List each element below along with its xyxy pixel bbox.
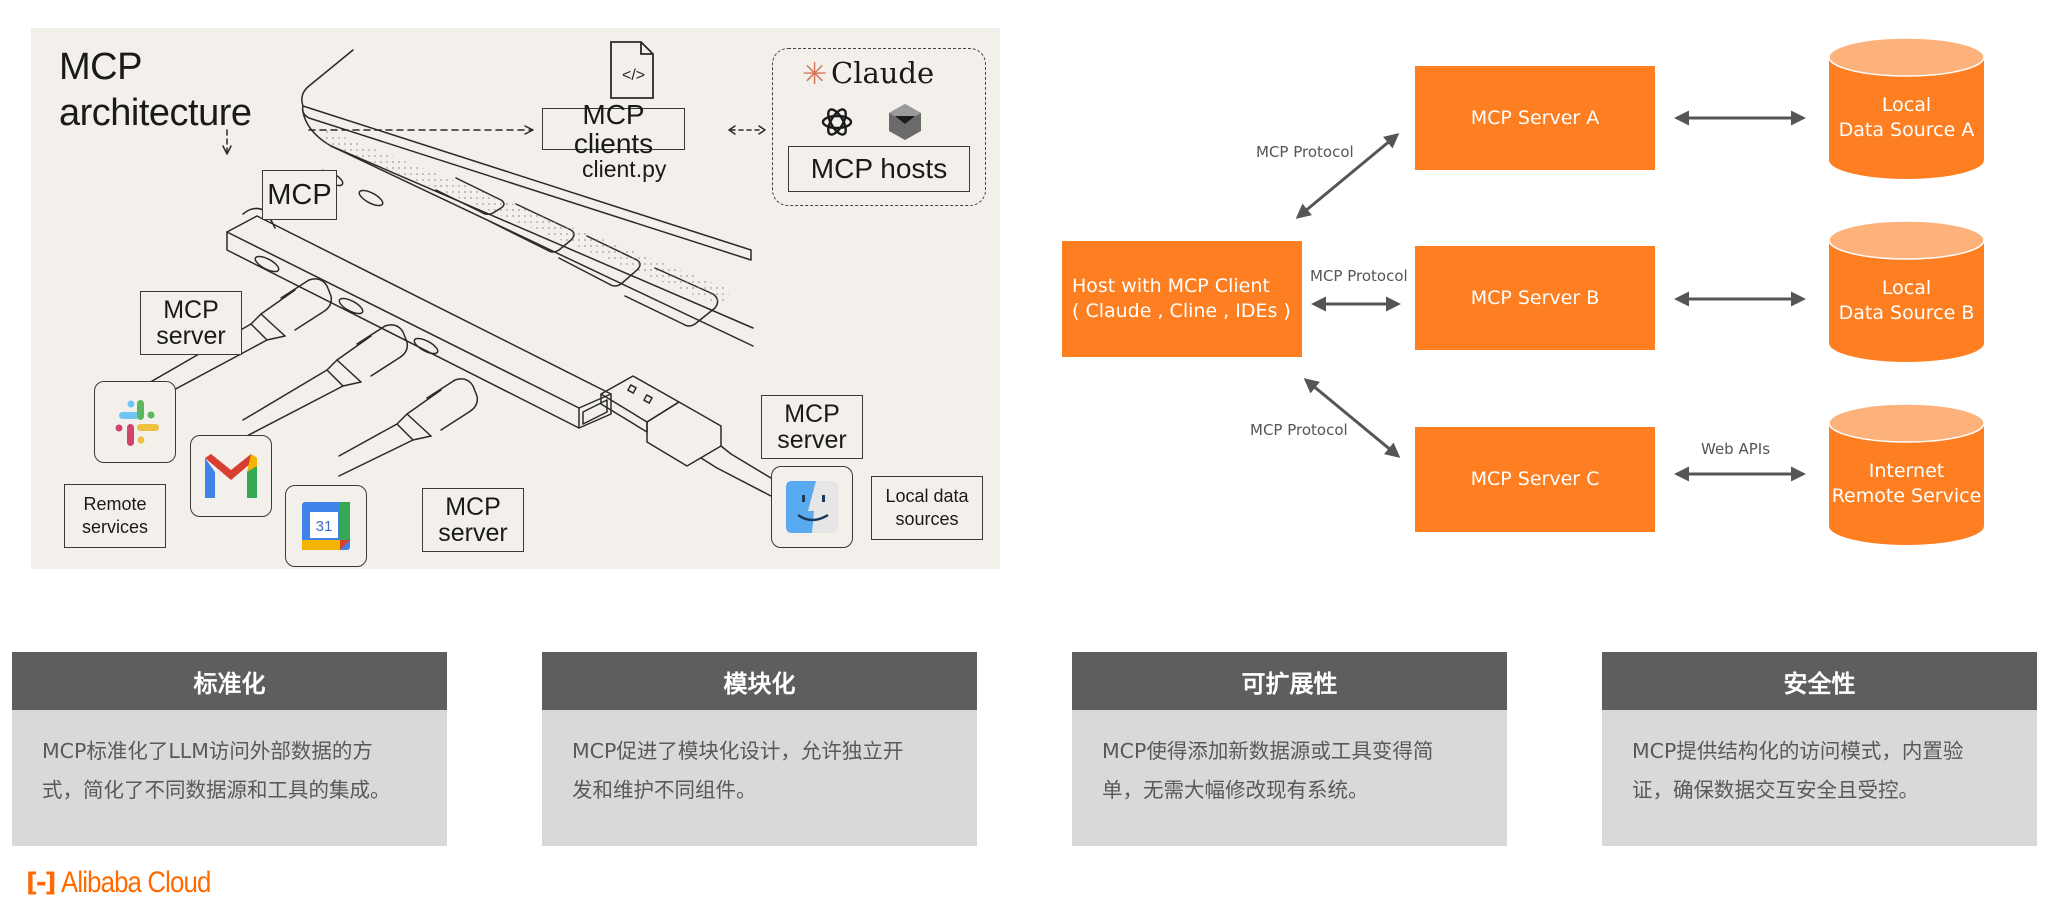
usb-a-cable <box>600 375 772 497</box>
description-line: 式，简化了不同数据源和工具的集成。 <box>42 778 391 802</box>
label-line: server <box>438 519 508 547</box>
host-with-mcp-client: Host with MCP Client ( Claude , Cline , … <box>1062 241 1302 357</box>
hosts-app-icon <box>887 102 923 142</box>
description-line: MCP使得添加新数据源或工具变得简 <box>1102 739 1434 763</box>
remote-services-label: Remote services <box>64 484 166 548</box>
feature-card-modularity: 模块化 MCP促进了模块化设计，允许独立开 发和维护不同组件。 <box>542 652 977 846</box>
laptop-speaker-grille <box>321 128 731 306</box>
diagram-connectors <box>1295 110 1806 482</box>
description-line: MCP标准化了LLM访问外部数据的方 <box>42 739 373 763</box>
label-line: Remote Service <box>1831 485 1982 507</box>
card-description: MCP使得添加新数据源或工具变得简 单，无需大幅修改现有系统。 <box>1072 710 1507 846</box>
arrow-host-server-c <box>1303 378 1401 458</box>
client-file-label: client.py <box>582 156 667 182</box>
label-line: Remote <box>83 493 147 514</box>
claude-brand: Claude <box>831 56 935 90</box>
code-file-icon <box>610 41 654 99</box>
host-line-1: Host with MCP Client <box>1072 275 1270 297</box>
claude-star-icon: ✳ <box>802 57 828 92</box>
title-line-2: architecture <box>59 92 252 134</box>
label-line: Internet <box>1868 460 1945 482</box>
alibaba-cloud-wordmark: Alibaba Cloud <box>60 866 211 899</box>
alibaba-cloud-logo: [-] Alibaba Cloud <box>26 866 234 900</box>
label-line: Data Source A <box>1838 119 1975 141</box>
host-line-2: ( Claude , Cline , IDEs ) <box>1072 300 1291 322</box>
local-data-source-b: Local Data Source B <box>1828 220 1985 363</box>
mcp-server-label-remote-bottom: MCP server <box>422 488 524 552</box>
mcp-server-c: MCP Server C <box>1415 427 1655 532</box>
feature-card-extensibility: 可扩展性 MCP使得添加新数据源或工具变得简 单，无需大幅修改现有系统。 <box>1072 652 1507 846</box>
card-title: 模块化 <box>542 652 977 710</box>
laptop-base <box>301 105 752 261</box>
google-calendar-icon: 31 <box>285 485 367 567</box>
card-title: 安全性 <box>1602 652 2037 710</box>
cylinder-label: Local Data Source B <box>1828 276 1985 326</box>
mcp-server-b: MCP Server B <box>1415 246 1655 350</box>
description-line: MCP促进了模块化设计，允许独立开 <box>572 739 904 763</box>
label-line: MCP <box>784 399 840 428</box>
openai-icon <box>819 104 855 140</box>
protocol-label-b: MCP Protocol <box>1310 267 1408 285</box>
code-file-glyph: </> <box>622 67 645 84</box>
card-description: MCP提供结构化的访问模式，内置验 证，确保数据交互安全且受控。 <box>1602 710 2037 846</box>
alibaba-cloud-logo-icon: [-] <box>26 868 57 898</box>
web-apis-label: Web APIs <box>1701 440 1771 458</box>
cylinder-shape <box>1828 220 1985 362</box>
feature-card-standardization: 标准化 MCP标准化了LLM访问外部数据的方 式，简化了不同数据源和工具的集成。 <box>12 652 447 846</box>
local-data-sources-label: Local data sources <box>871 476 983 540</box>
label-line: Local data <box>885 485 969 506</box>
arrow-host-server-a <box>1295 133 1400 219</box>
label-line: MCP <box>445 492 501 521</box>
mcp-server-label-local: MCP server <box>761 395 863 459</box>
label-line: Data Source B <box>1838 302 1975 324</box>
cylinder-shape <box>1828 37 1985 179</box>
label-line: server <box>777 426 847 454</box>
illustration-line-art: </> <box>146 41 772 497</box>
local-data-source-a: Local Data Source A <box>1828 37 1985 180</box>
label-line: server <box>156 322 226 350</box>
card-title: 标准化 <box>12 652 447 710</box>
illustration-title: MCP architecture <box>59 44 252 136</box>
label-line: services <box>81 517 148 537</box>
card-title: 可扩展性 <box>1072 652 1507 710</box>
label-line: Local <box>1881 94 1932 116</box>
calendar-day: 31 <box>316 518 333 535</box>
card-description: MCP促进了模块化设计，允许独立开 发和维护不同组件。 <box>542 710 977 846</box>
slack-icon <box>94 381 176 463</box>
usb-c-cable-2 <box>242 324 409 439</box>
mcp-hosts-group <box>772 48 986 206</box>
gmail-icon <box>190 435 272 517</box>
usb-c-cable-3 <box>338 378 479 477</box>
cylinder-shape <box>1828 403 1985 545</box>
description-line: 发和维护不同组件。 <box>572 778 757 802</box>
protocol-label-c: MCP Protocol <box>1250 421 1348 439</box>
finder-icon <box>771 466 853 548</box>
mcp-server-a: MCP Server A <box>1415 66 1655 170</box>
mcp-hosts-box: MCP hosts <box>788 146 970 192</box>
description-line: 证，确保数据交互安全且受控。 <box>1632 778 1919 802</box>
label-line: sources <box>895 509 959 529</box>
laptop-lid <box>301 49 354 107</box>
mcp-server-label-remote-top: MCP server <box>140 291 242 355</box>
internet-remote-service: Internet Remote Service <box>1828 403 1985 546</box>
mcp-architecture-illustration: </> MCP architecture MCP MCP clients cli… <box>31 28 1000 569</box>
mcp-label-box: MCP <box>262 170 337 220</box>
feature-card-security: 安全性 MCP提供结构化的访问模式，内置验 证，确保数据交互安全且受控。 <box>1602 652 2037 846</box>
label-line: MCP <box>163 295 219 324</box>
label-line: Local <box>1881 277 1932 299</box>
title-line-1: MCP <box>59 46 142 88</box>
card-description: MCP标准化了LLM访问外部数据的方 式，简化了不同数据源和工具的集成。 <box>12 710 447 846</box>
protocol-label-a: MCP Protocol <box>1256 143 1354 161</box>
description-line: 单，无需大幅修改现有系统。 <box>1102 778 1369 802</box>
cylinder-label: Internet Remote Service <box>1828 459 1985 509</box>
description-line: MCP提供结构化的访问模式，内置验 <box>1632 739 1964 763</box>
cylinder-label: Local Data Source A <box>1828 93 1985 143</box>
